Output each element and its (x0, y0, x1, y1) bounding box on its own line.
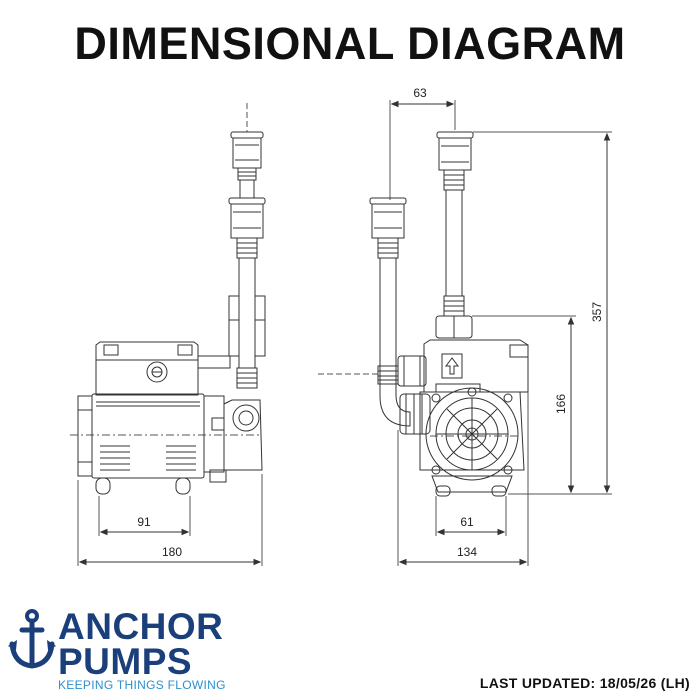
brand-tagline: KEEPING THINGS FLOWING (58, 678, 226, 692)
last-updated-text: LAST UPDATED: 18/05/26 (LH) (479, 675, 690, 691)
brand-name-line1: ANCHOR (58, 606, 224, 647)
dim-label-357: 357 (590, 302, 604, 322)
dim-label-166: 166 (554, 394, 568, 414)
anchor-icon (8, 609, 56, 669)
front-view (70, 103, 266, 566)
page-title: DIMENSIONAL DIAGRAM (74, 18, 626, 69)
brand-name-line2: PUMPS (58, 641, 193, 682)
dim-label-180: 180 (162, 545, 182, 559)
side-view (318, 100, 612, 566)
dim-label-91: 91 (137, 515, 151, 529)
dim-label-63: 63 (413, 86, 427, 100)
dim-label-134: 134 (457, 545, 477, 559)
dim-label-61: 61 (460, 515, 474, 529)
